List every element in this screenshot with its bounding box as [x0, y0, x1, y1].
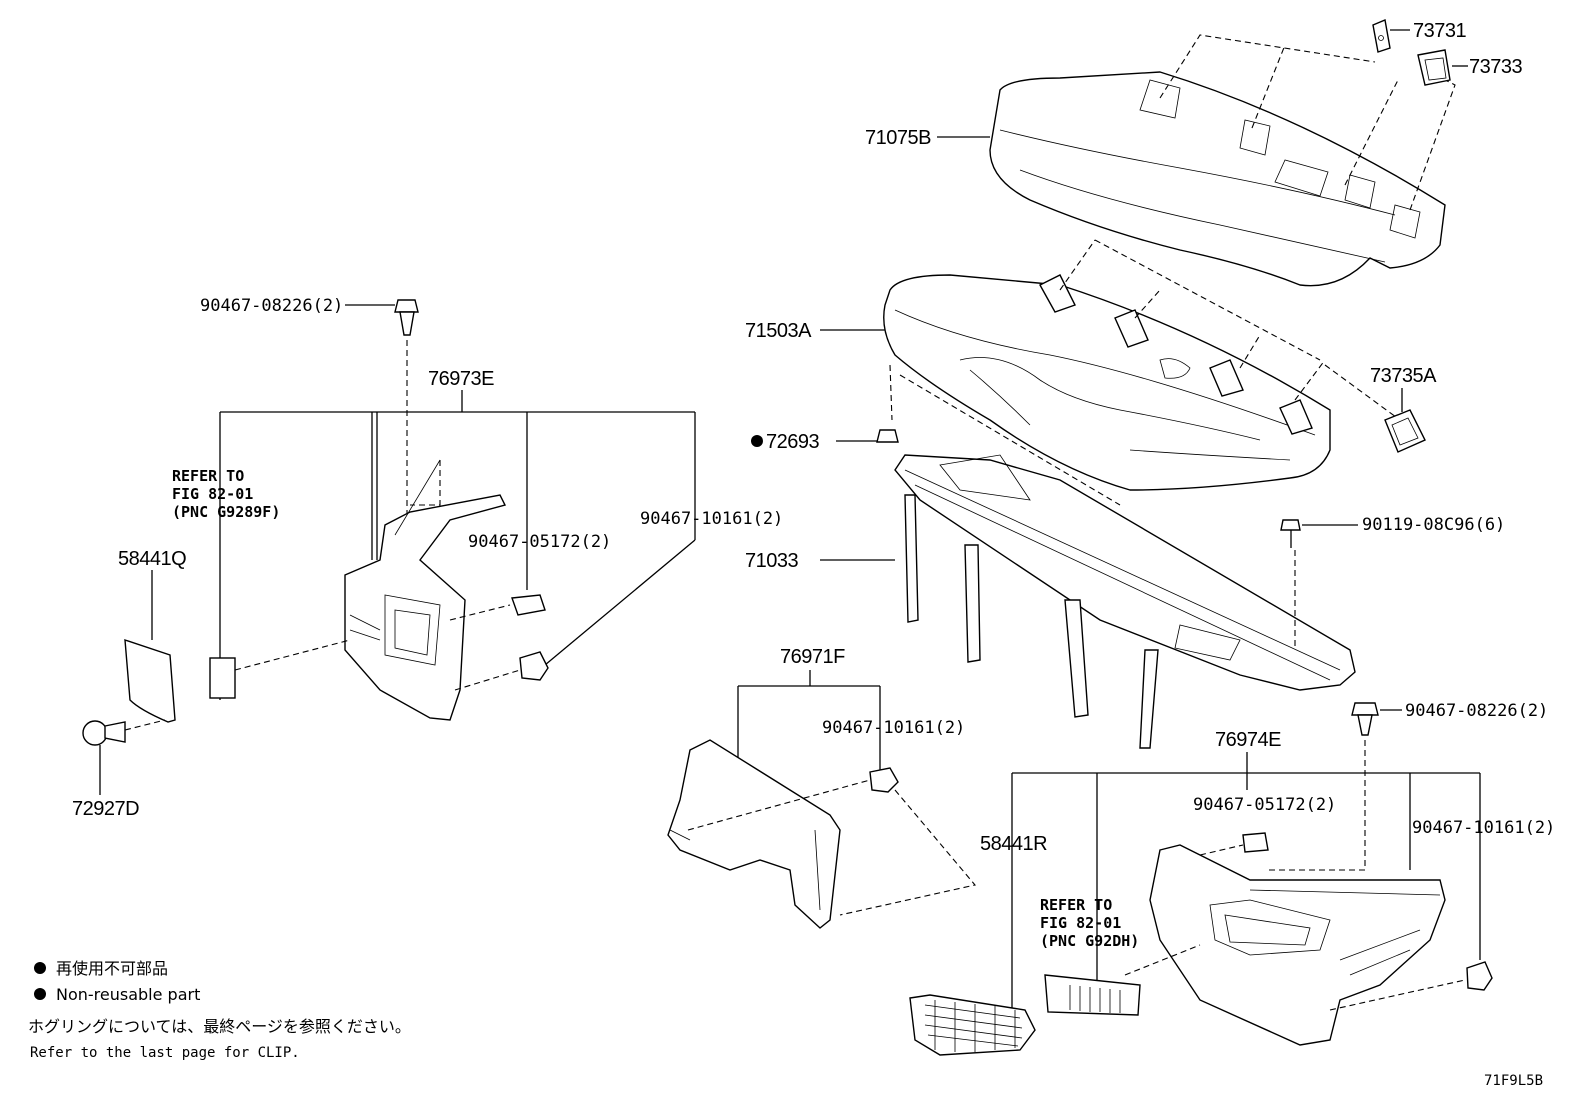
bolt-90119-icon — [1280, 519, 1301, 548]
refer-right-line1: REFER TO — [1040, 896, 1112, 914]
refer-panel-left — [209, 657, 236, 699]
clip-90467-08226-right-icon — [1351, 702, 1379, 736]
clip-73733-icon — [1417, 49, 1451, 86]
part-label-71075b: 71075B — [865, 127, 931, 149]
part-label-90467-10161-mid: 90467-10161(2) — [822, 718, 965, 738]
part-label-58441q: 58441Q — [118, 548, 186, 570]
part-label-71033: 71033 — [745, 550, 798, 572]
refer-left-line3: (PNC G9289F) — [172, 503, 280, 521]
refer-right-line3: (PNC G92DH) — [1040, 932, 1139, 950]
refer-left-line1: REFER TO — [172, 467, 244, 485]
part-label-90467-08226-right: 90467-08226(2) — [1405, 701, 1548, 721]
clip-73735a-icon — [1384, 409, 1426, 453]
part-label-90467-05172-right: 90467-05172(2) — [1193, 795, 1336, 815]
part-label-76973e: 76973E — [428, 368, 494, 390]
refer-left-line2: FIG 82-01 — [172, 485, 253, 503]
part-label-76971f: 76971F — [780, 646, 845, 668]
trim-panel-76971f — [667, 739, 841, 929]
clip-90467-10161-mid-icon — [869, 767, 899, 793]
legend-en: Non-reusable part — [56, 985, 200, 1004]
part-label-73731: 73731 — [1413, 20, 1466, 42]
part-label-90467-10161-right: 90467-10161(2) — [1412, 818, 1555, 838]
clip-90467-05172-left-icon — [511, 594, 546, 616]
panel-58441q — [124, 639, 176, 723]
part-label-73735a: 73735A — [1370, 365, 1437, 387]
panel-58441r — [909, 994, 1036, 1056]
part-label-72693: 72693 — [766, 431, 819, 453]
part-label-90467-08226-left: 90467-08226(2) — [200, 296, 343, 316]
part-label-71503a: 71503A — [745, 320, 812, 342]
side-trim-76973e — [344, 459, 507, 721]
refer-panel-right — [1044, 974, 1141, 1016]
part-label-72927d: 72927D — [72, 798, 139, 820]
clip-note-jp: ホグリングについては、最終ページを参照ください。 — [28, 1017, 411, 1036]
legend-jp: 再使用不可部品 — [56, 959, 168, 978]
seat-cushion-71503a — [883, 274, 1331, 491]
part-label-76974e: 76974E — [1215, 729, 1281, 751]
seat-frame-71033 — [894, 454, 1356, 749]
clip-90467-10161-left-icon — [519, 651, 549, 681]
part-label-73733: 73733 — [1469, 56, 1522, 78]
part-label-90119-08c96: 90119-08C96(6) — [1362, 515, 1505, 535]
figure-code: 71F9L5B — [1484, 1073, 1543, 1089]
refer-right-line2: FIG 82-01 — [1040, 914, 1121, 932]
legend-bullet-icon — [34, 962, 46, 974]
clip-90467-10161-right-icon — [1466, 961, 1493, 991]
part-label-90467-10161-left: 90467-10161(2) — [640, 509, 783, 529]
clip-73731-icon — [1372, 19, 1391, 53]
side-trim-76974e — [1149, 844, 1446, 1046]
seatback-pad-71075b — [989, 71, 1446, 287]
screw-72927d-icon — [82, 720, 126, 746]
non-reusable-marker-icon — [751, 435, 763, 447]
clip-90467-08226-left-icon — [394, 299, 419, 336]
clip-note-en: Refer to the last page for CLIP. — [30, 1045, 300, 1061]
clip-72693-icon — [876, 429, 899, 443]
part-label-58441r: 58441R — [980, 833, 1047, 855]
part-label-90467-05172-left: 90467-05172(2) — [468, 532, 611, 552]
clip-90467-05172-right-icon — [1242, 832, 1269, 853]
legend-bullet-en-icon — [34, 988, 46, 1000]
